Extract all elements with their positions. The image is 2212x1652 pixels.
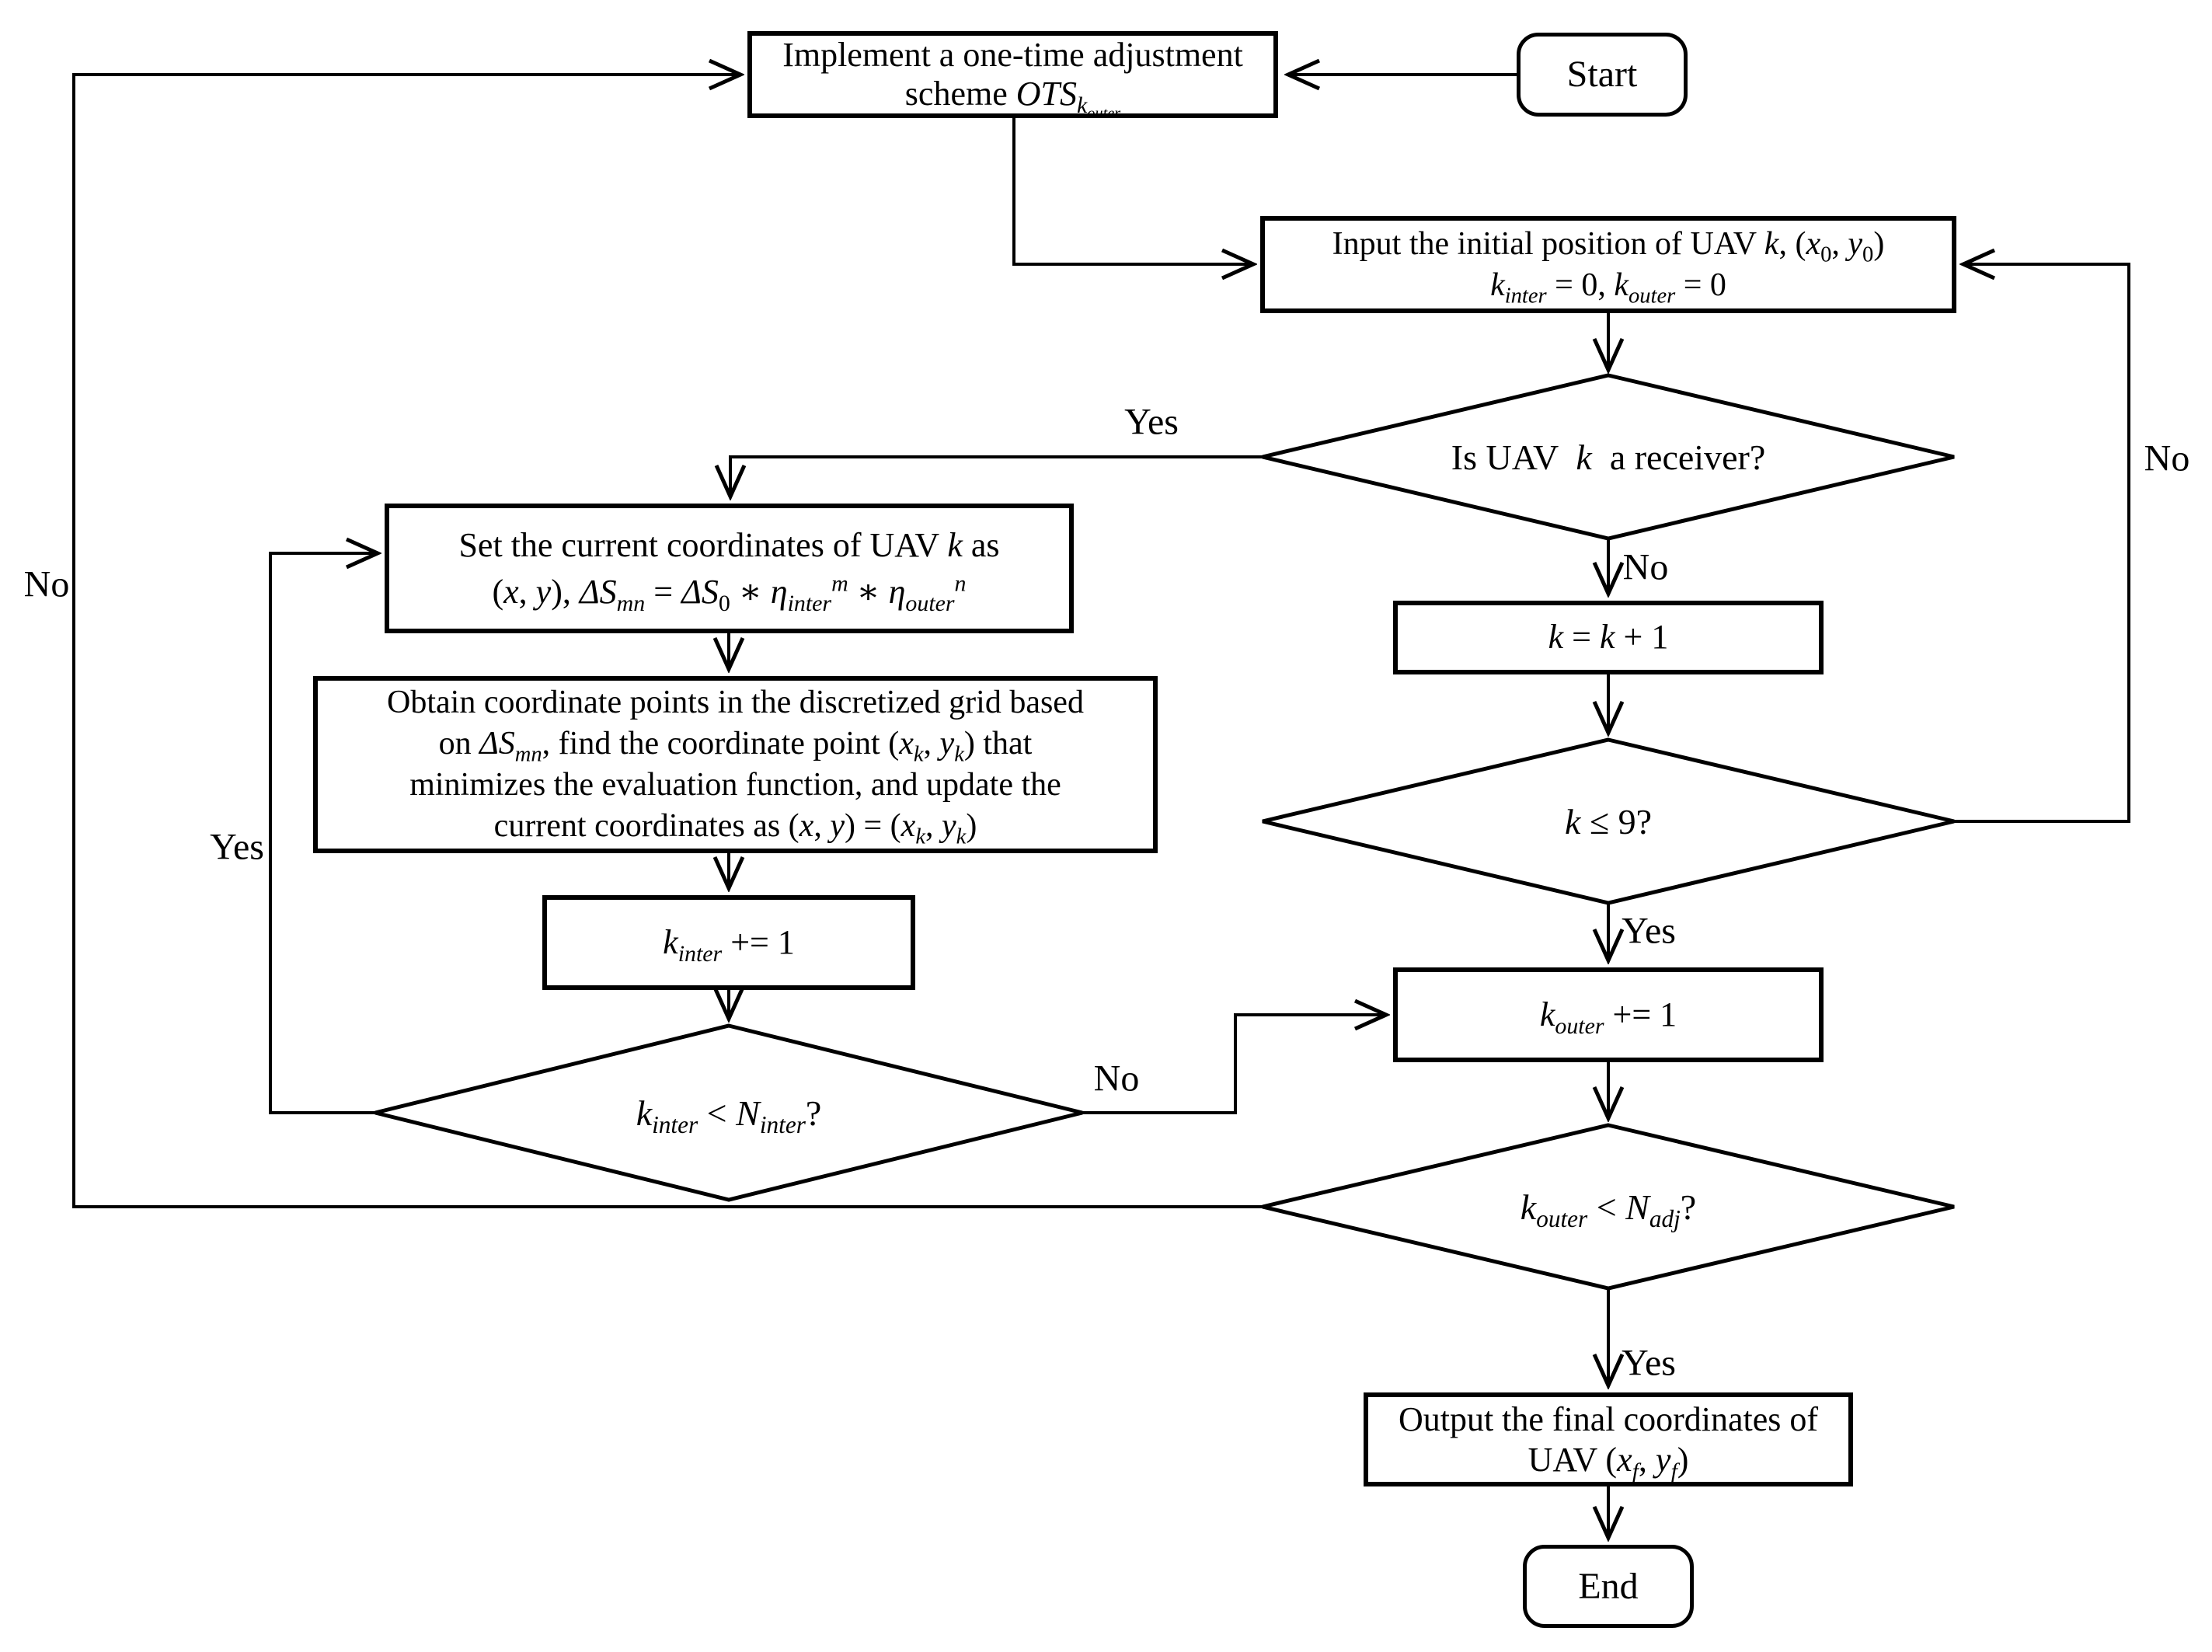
set-coords-label: Set the current coordinates of UAV k as(… bbox=[458, 526, 1000, 616]
edge-adj-no-implement bbox=[72, 75, 1263, 1208]
node-set-current-coordinates: Set the current coordinates of UAV k as(… bbox=[385, 504, 1074, 633]
diamond-adj bbox=[1262, 1123, 1955, 1291]
node-end: End bbox=[1523, 1545, 1694, 1628]
edge-inter-yes-set bbox=[269, 553, 378, 1114]
kinter-inc-label: kinter += 1 bbox=[663, 922, 795, 967]
node-kouter-increment: kouter += 1 bbox=[1393, 967, 1824, 1062]
adj-question: kouter < Nadj? bbox=[1520, 1187, 1697, 1232]
label-adj-no: No bbox=[23, 563, 70, 605]
edge-implement-input bbox=[1012, 118, 1254, 264]
node-start: Start bbox=[1517, 33, 1688, 117]
is-receiver-question: Is UAV k a receiver? bbox=[1451, 437, 1766, 477]
start-label: Start bbox=[1566, 54, 1638, 96]
label-k9-yes: Yes bbox=[1622, 910, 1676, 952]
k9-question: k ≤ 9? bbox=[1564, 801, 1653, 842]
input-label: Input the initial position of UAV k, (x0… bbox=[1332, 226, 1885, 308]
k-eq-k1-label: k = k + 1 bbox=[1548, 618, 1669, 657]
diamond-is-receiver bbox=[1262, 373, 1955, 541]
label-inter-no: No bbox=[1093, 1058, 1140, 1100]
obtain-label: Obtain coordinate points in the discreti… bbox=[387, 685, 1084, 849]
edge-receiver-yes-set bbox=[730, 455, 1263, 497]
inter-question: kinter < Ninter? bbox=[636, 1093, 822, 1138]
kouter-inc-label: kouter += 1 bbox=[1539, 995, 1677, 1039]
node-k-equals-k-plus-1: k = k + 1 bbox=[1393, 601, 1824, 674]
label-receiver-no: No bbox=[1622, 546, 1669, 588]
label-adj-yes: Yes bbox=[1622, 1342, 1676, 1384]
end-label: End bbox=[1578, 1565, 1639, 1607]
node-obtain-coordinate-points: Obtain coordinate points in the discreti… bbox=[313, 676, 1158, 853]
node-input-initial-position: Input the initial position of UAV k, (x0… bbox=[1260, 216, 1956, 313]
diamond-inter bbox=[374, 1023, 1083, 1202]
edge-k9-no-input bbox=[1954, 264, 2130, 823]
label-k9-no: No bbox=[2144, 437, 2190, 479]
diamond-k9 bbox=[1262, 737, 1955, 905]
label-receiver-yes: Yes bbox=[1124, 401, 1179, 443]
label-inter-yes: Yes bbox=[210, 826, 264, 868]
edge-inter-no-kouter bbox=[1082, 1015, 1387, 1114]
node-kinter-increment: kinter += 1 bbox=[542, 895, 915, 990]
